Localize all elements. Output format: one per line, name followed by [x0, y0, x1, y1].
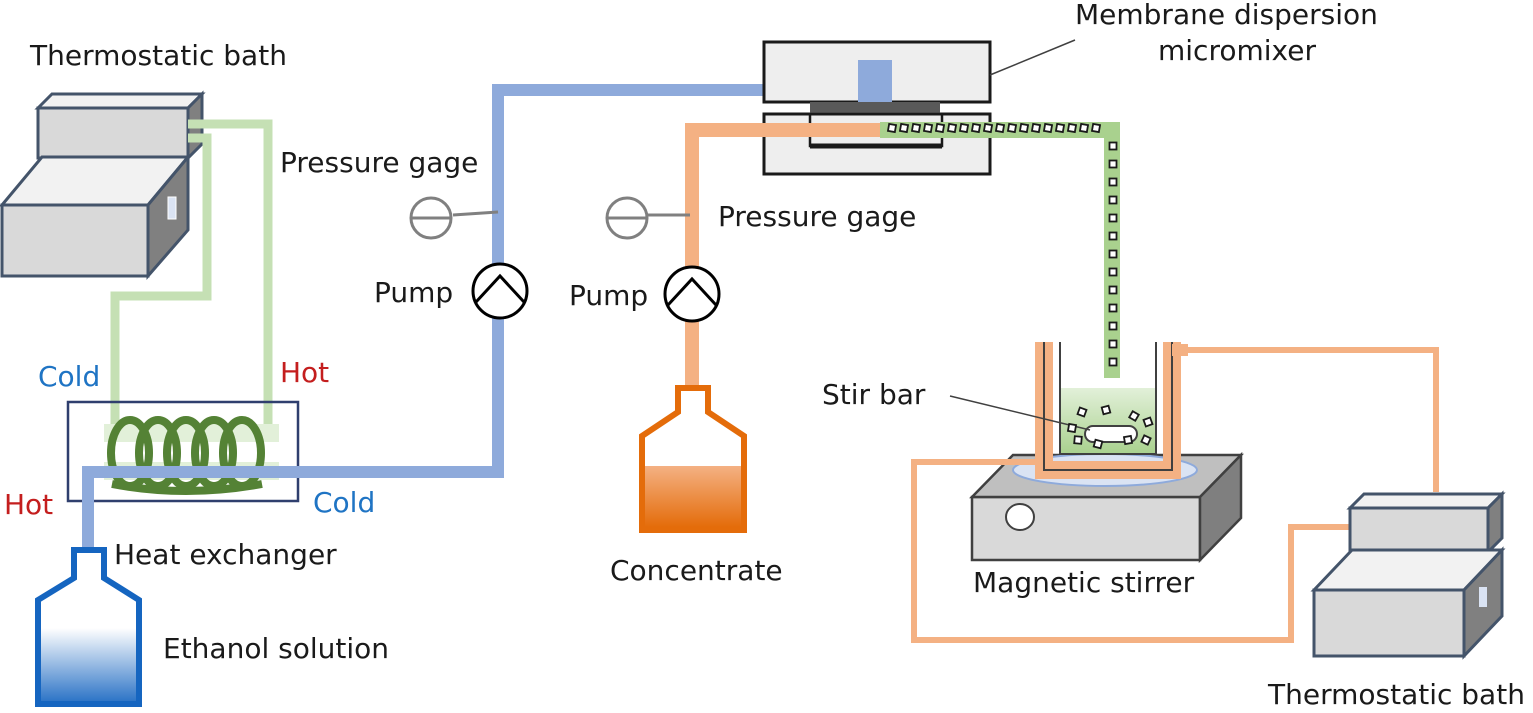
particle — [1108, 321, 1118, 331]
particle — [886, 122, 898, 134]
particle — [1108, 195, 1118, 205]
particle — [934, 122, 946, 134]
particle — [1127, 409, 1141, 423]
particle — [982, 122, 994, 134]
concentrate-feed-line — [685, 123, 890, 470]
coolant-loop-lines — [110, 119, 273, 428]
pump-left — [471, 262, 529, 320]
particle — [1108, 159, 1118, 169]
particle — [1142, 416, 1154, 428]
particle — [1108, 285, 1118, 295]
particle — [1006, 122, 1018, 134]
particle — [1092, 438, 1104, 450]
mixed-output-line — [880, 122, 1120, 378]
particle — [898, 122, 910, 134]
label-thermostatic-bath-left: Thermostatic bath — [29, 39, 287, 72]
particle — [910, 122, 922, 134]
particle — [1108, 339, 1118, 349]
particles-in-beaker — [1066, 404, 1154, 450]
particle — [1140, 434, 1152, 446]
pressure-gage-left — [409, 196, 499, 240]
membrane-dispersion-micromixer — [762, 39, 1076, 176]
particle — [1054, 122, 1066, 134]
particle — [1122, 434, 1134, 446]
thermostatic-bath-right — [1310, 490, 1506, 660]
label-ethanol-solution: Ethanol solution — [163, 632, 389, 665]
label-pump-right: Pump — [569, 279, 648, 312]
particle — [1078, 122, 1090, 134]
label-heat-exchanger: Heat exchanger — [114, 538, 337, 571]
particle — [1108, 303, 1118, 313]
label-magnetic-stirrer: Magnetic stirrer — [973, 566, 1195, 599]
particle — [1066, 122, 1078, 134]
particle — [1108, 213, 1118, 223]
particle — [1108, 141, 1118, 151]
particle — [970, 122, 982, 134]
thermostatic-bath-left — [0, 90, 206, 281]
particle — [1018, 122, 1030, 134]
particle — [1108, 357, 1118, 367]
label-hot-top: Hot — [280, 356, 329, 389]
particle — [946, 122, 958, 134]
particle — [1108, 267, 1118, 277]
particle — [994, 122, 1006, 134]
particle — [1030, 122, 1042, 134]
heat-exchanger-coil — [107, 416, 265, 495]
label-membrane-line2: micromixer — [1158, 34, 1316, 67]
label-concentrate: Concentrate — [610, 554, 783, 587]
label-pressure-gage-left: Pressure gage — [280, 146, 478, 179]
label-membrane-line1: Membrane dispersion — [1075, 0, 1378, 31]
label-pump-left: Pump — [374, 276, 453, 309]
particle — [958, 122, 970, 134]
particle — [1108, 249, 1118, 259]
ethanol-solution-bottle — [35, 547, 142, 707]
label-cold-bottom: Cold — [313, 486, 375, 519]
particle — [1066, 422, 1078, 434]
jacketed-beaker — [949, 342, 1188, 479]
jacket-loop-lines — [911, 347, 1439, 643]
label-pressure-gage-right: Pressure gage — [718, 200, 916, 233]
particle — [1042, 122, 1054, 134]
particle — [1108, 177, 1118, 187]
particle — [1073, 435, 1083, 445]
label-stir-bar: Stir bar — [822, 378, 926, 411]
particle — [1100, 404, 1112, 416]
pressure-gage-right — [605, 196, 690, 240]
particle — [1076, 406, 1088, 418]
label-thermostatic-bath-right: Thermostatic bath — [1267, 678, 1525, 708]
particle — [1108, 231, 1118, 241]
particle — [922, 122, 934, 134]
particles-in-line — [886, 122, 1118, 367]
concentrate-bottle — [639, 385, 747, 533]
label-hot-bottom: Hot — [4, 488, 53, 521]
pump-right — [663, 265, 721, 323]
particle — [1090, 122, 1102, 134]
label-cold-top: Cold — [38, 360, 100, 393]
